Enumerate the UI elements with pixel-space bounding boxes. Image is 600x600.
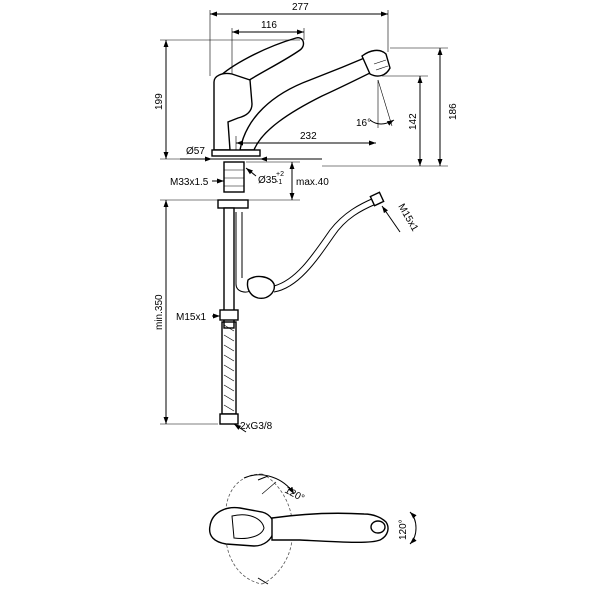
top-handle: [208, 506, 276, 547]
faucet-side-view: [180, 37, 391, 209]
pullout-hose-edge: [273, 203, 377, 293]
label-35: Ø35: [258, 175, 277, 186]
angle-120-right-arc: [409, 511, 417, 545]
label-120-right: 120°: [398, 519, 409, 540]
hose-weight: [246, 275, 275, 299]
hoses: [219, 191, 385, 425]
angle-120-top-arc: [243, 474, 295, 495]
label-186: 186: [448, 103, 459, 120]
label-232: 232: [300, 131, 317, 142]
top-spout-head: [370, 520, 386, 534]
dimension-labels: 277 116 199 186 142 16° 232 Ø57 M33x1.5 …: [154, 2, 459, 432]
hose-end-g38: [219, 413, 239, 425]
label-120-top: 120°: [283, 485, 306, 504]
label-16deg: 16°: [356, 118, 371, 129]
hose-connector-m15-right: [369, 191, 385, 207]
dim-m15-right-leader: [381, 205, 401, 233]
pullout-hose: [273, 197, 375, 287]
label-199: 199: [154, 93, 165, 110]
top-spout: [271, 512, 389, 544]
label-min350: min.350: [154, 294, 165, 330]
angle-ref-line: [261, 481, 277, 495]
spout-head-detail: [373, 59, 387, 65]
dimension-lines: [160, 10, 448, 433]
label-35-tol-lower: -1: [276, 179, 282, 186]
tick-top: [257, 475, 269, 481]
mounting-nut: [223, 161, 245, 193]
label-max40: max.40: [296, 177, 329, 188]
dim-g38-leader: [233, 423, 247, 433]
tick-bottom: [257, 577, 269, 585]
faucet-body: [213, 72, 253, 151]
faucet-base-flange: [211, 149, 261, 157]
label-35-tol-upper: +2: [276, 171, 284, 178]
mounting-plate: [217, 199, 249, 209]
label-116: 116: [261, 20, 277, 31]
label-g38: 2xG3/8: [240, 421, 273, 432]
label-277: 277: [292, 2, 309, 13]
hose-connector-m15: [219, 309, 239, 321]
top-handle-inner: [231, 514, 265, 539]
braided-hose-pattern: [223, 324, 235, 412]
dim-16deg-arc: [369, 119, 395, 126]
label-m15-right: M15x1: [395, 202, 420, 234]
spout-head-detail: [375, 65, 389, 71]
label-m15-left: M15x1: [176, 312, 206, 323]
angle-ref-slanted: [377, 79, 393, 127]
dim-35-leader: [245, 167, 257, 177]
faucet-top-view: [208, 473, 417, 585]
label-57: Ø57: [186, 146, 205, 157]
handle-alt-position-lower: [261, 539, 293, 585]
label-142: 142: [408, 113, 419, 130]
label-m33: M33x1.5: [170, 177, 209, 188]
